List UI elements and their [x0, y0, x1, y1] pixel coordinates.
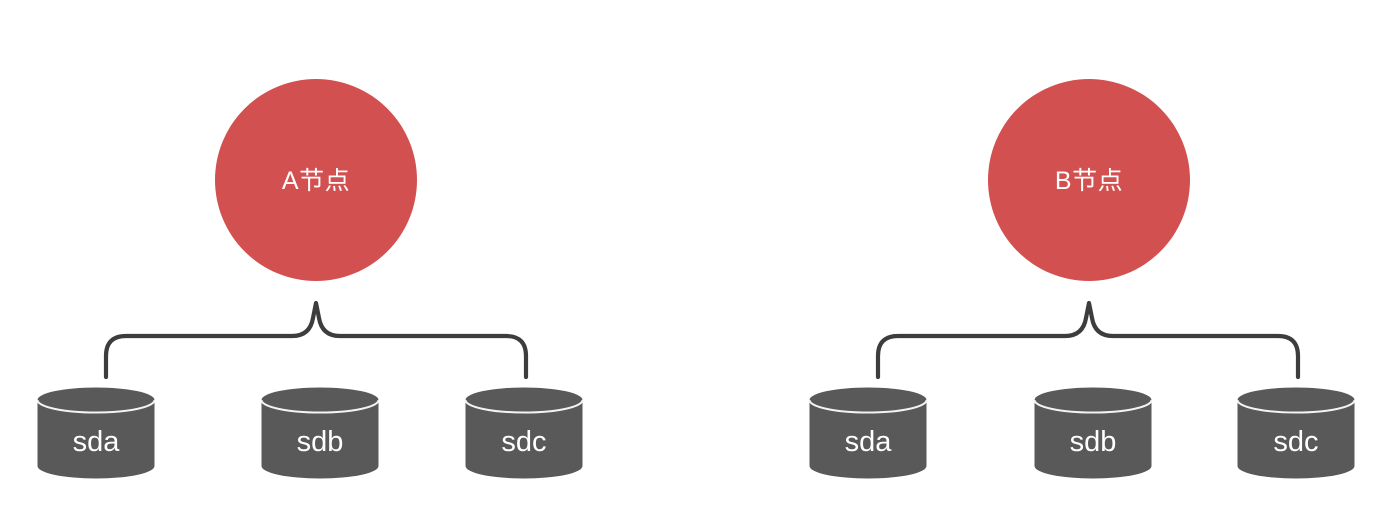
disk-a-sdb-top-edge: [260, 399, 380, 414]
disk-b-sdb-top-edge: [1033, 399, 1153, 414]
brace-a-path: [103, 300, 529, 380]
disk-b-sdc-top: [1237, 387, 1355, 413]
brace-a: [103, 300, 529, 380]
node-b-label: B节点: [1055, 167, 1123, 195]
disk-b-sda[interactable]: sda: [808, 387, 928, 479]
node-group-b: B节点 sda sdb sdc: [808, 79, 1356, 479]
disk-a-sdc-top: [465, 387, 583, 413]
disk-b-sdc-body: [1237, 400, 1355, 479]
node-b[interactable]: B节点: [988, 79, 1190, 281]
disk-a-sdb-top: [261, 387, 379, 413]
disk-a-sda-top-edge: [36, 399, 156, 414]
node-a-label: A节点: [282, 167, 350, 195]
disk-b-sda-label: sda: [845, 426, 893, 458]
disk-a-sdc-body: [465, 400, 583, 479]
disk-a-sdb[interactable]: sdb: [260, 387, 380, 479]
disk-b-sdb-label: sdb: [1070, 426, 1117, 458]
brace-b: [875, 300, 1301, 380]
disk-a-sda[interactable]: sda: [36, 387, 156, 479]
node-a-circle[interactable]: [215, 79, 417, 281]
node-group-a: A节点 sda sdb sdc: [36, 79, 584, 479]
disk-a-sdb-label: sdb: [297, 426, 344, 458]
disk-b-sda-body: [809, 400, 927, 479]
disk-b-sdb-body: [1034, 400, 1152, 479]
disk-a-sda-top: [37, 387, 155, 413]
node-a[interactable]: A节点: [215, 79, 417, 281]
disk-b-sda-top: [809, 387, 927, 413]
disk-a-sdc-top-edge: [464, 399, 584, 414]
node-b-circle[interactable]: [988, 79, 1190, 281]
disk-a-sda-body: [37, 400, 155, 479]
disk-b-sdc-top-edge: [1236, 399, 1356, 414]
disk-b-sdb[interactable]: sdb: [1033, 387, 1153, 479]
disk-a-sdc-label: sdc: [501, 426, 546, 458]
brace-b-path: [875, 300, 1301, 380]
disk-b-sdc-label: sdc: [1273, 426, 1318, 458]
disk-b-sdc[interactable]: sdc: [1236, 387, 1356, 479]
disk-a-sdb-body: [261, 400, 379, 479]
disk-a-sda-label: sda: [73, 426, 121, 458]
disk-b-sdb-top: [1034, 387, 1152, 413]
disk-a-sdc[interactable]: sdc: [464, 387, 584, 479]
disk-b-sda-top-edge: [808, 399, 928, 414]
